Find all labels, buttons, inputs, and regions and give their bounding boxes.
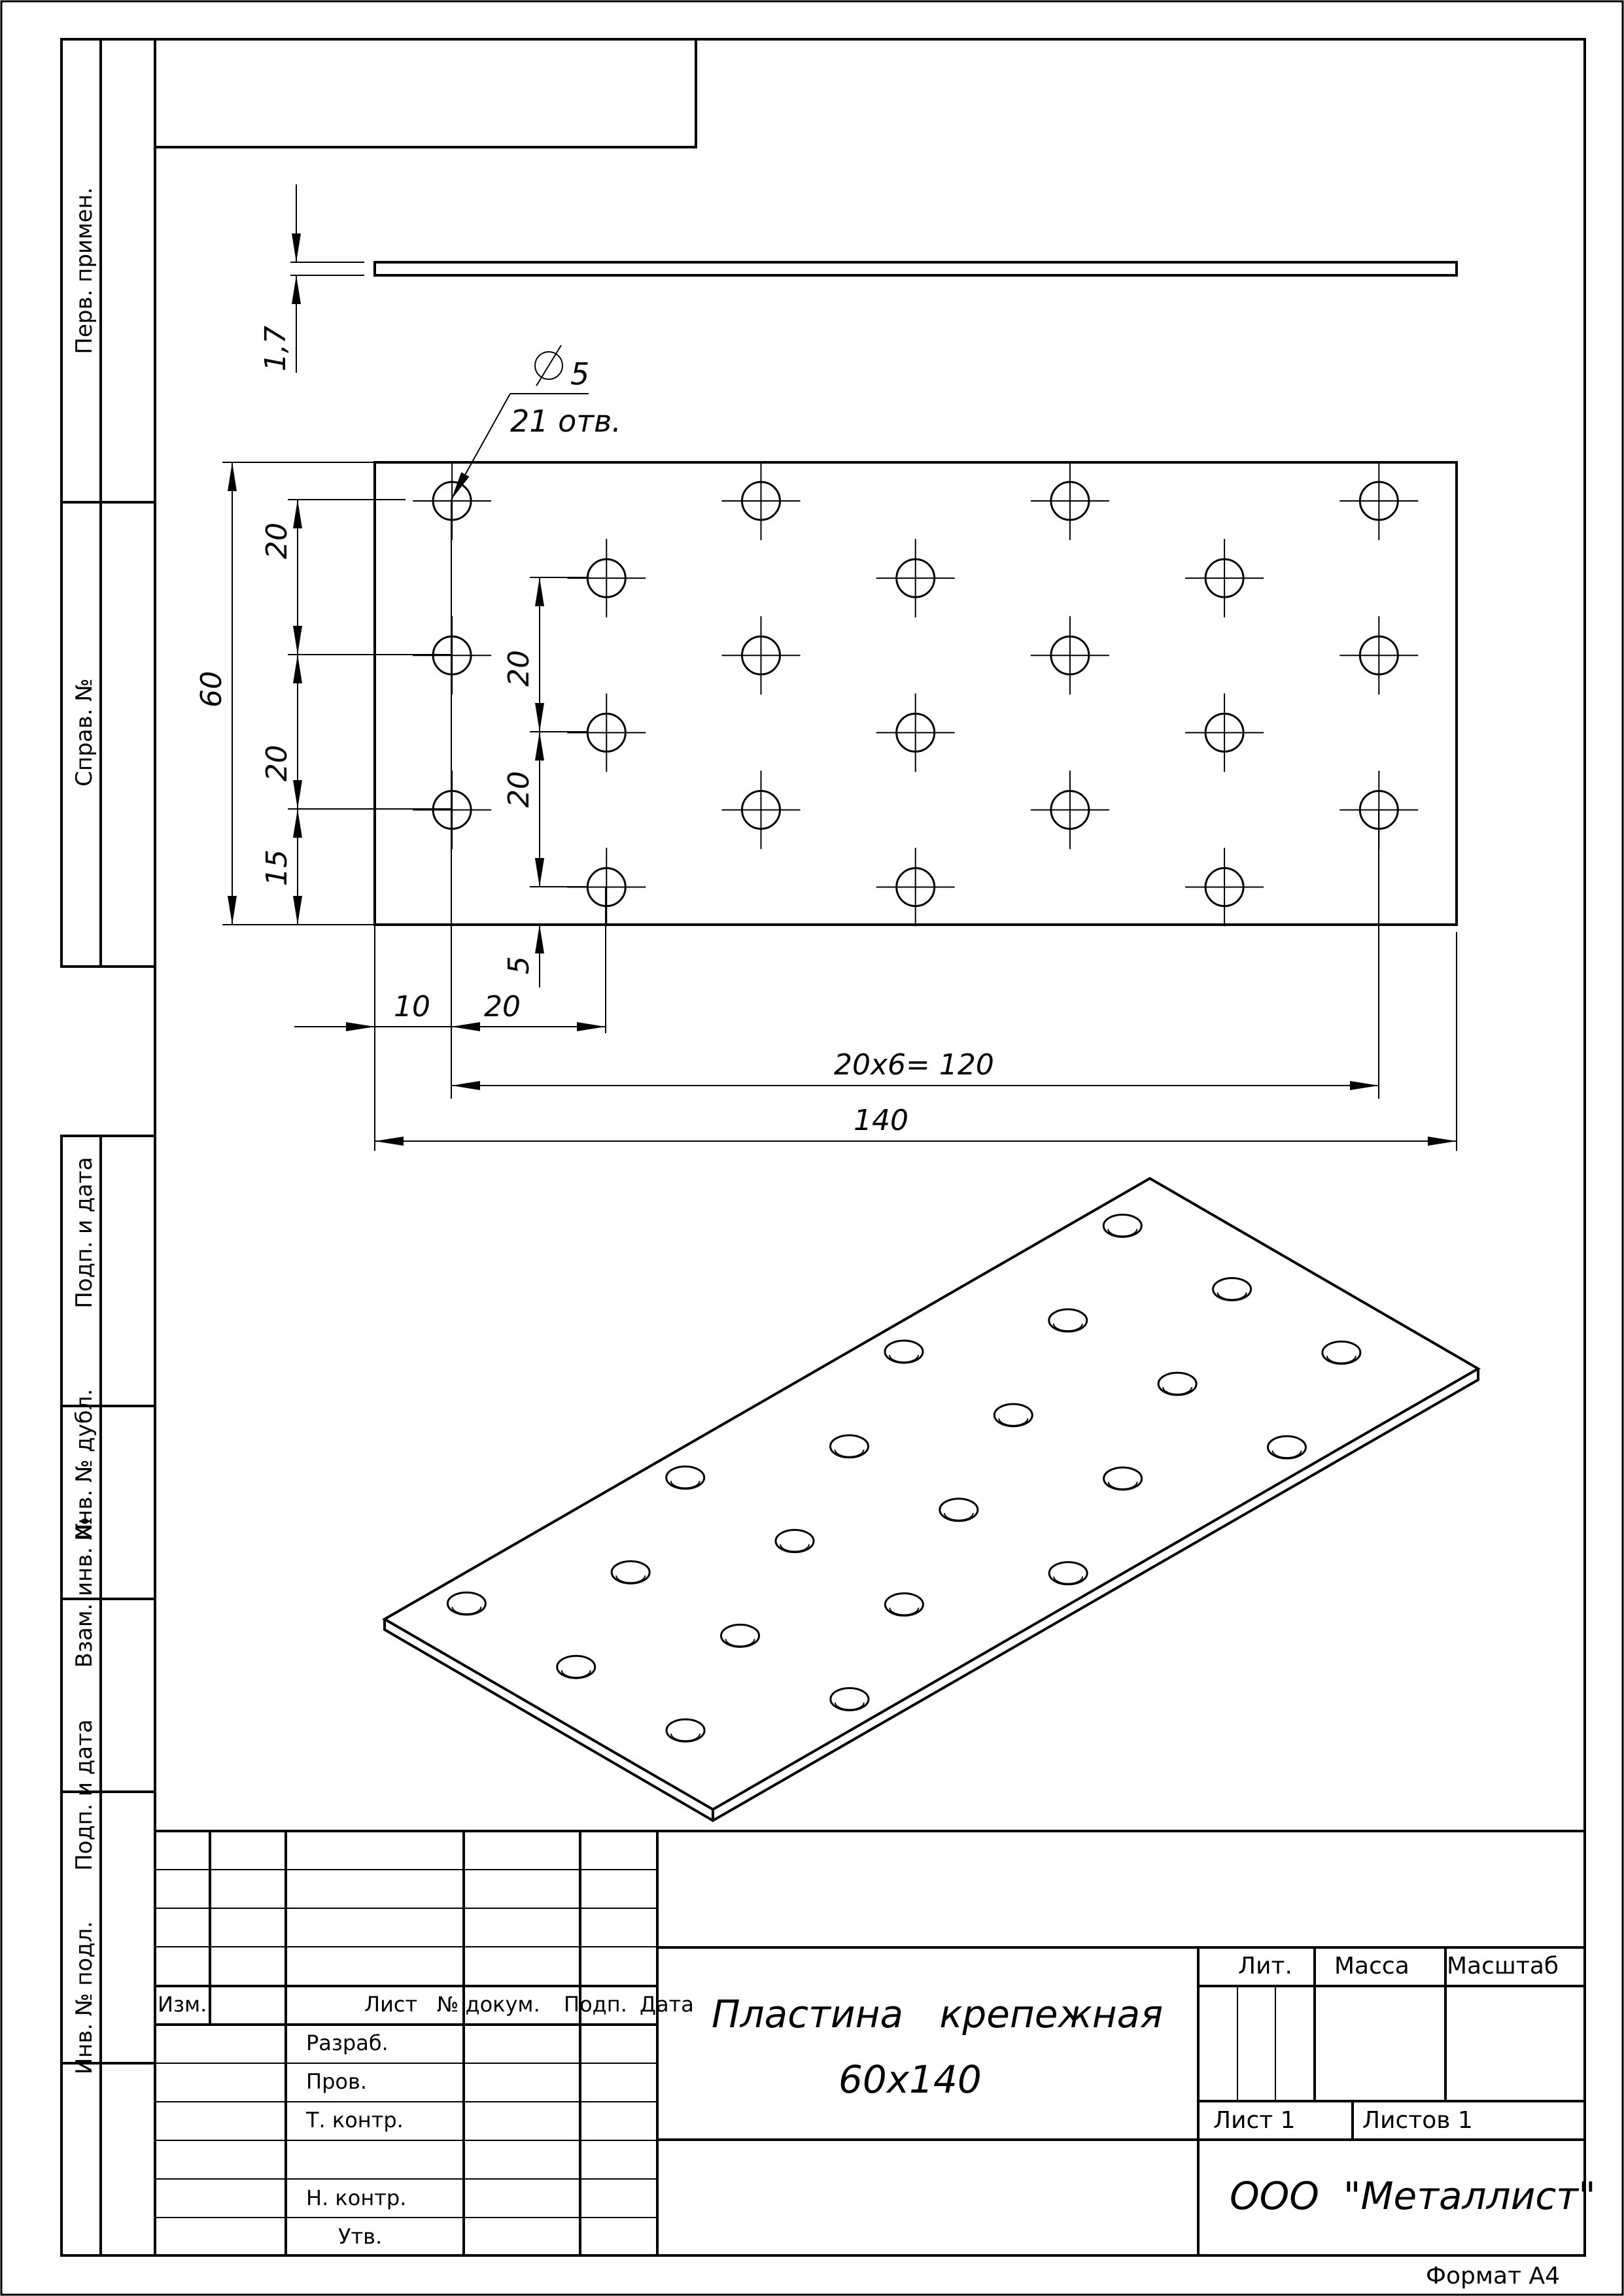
drawing-title-line1: Пластина крепежная (712, 1992, 1163, 2036)
iso-hole-inner-15 (1107, 1481, 1138, 1490)
iso-hole-inner-14 (998, 1418, 1029, 1426)
iso-hole-11 (939, 1498, 979, 1522)
iso-hole-inner-17 (1162, 1387, 1193, 1396)
iso-hole-inner-19 (1107, 1229, 1138, 1237)
iso-hole-15 (1103, 1466, 1143, 1491)
label-list: Лист 1 (1213, 2107, 1296, 2134)
dim-hole-count: 21 отв. (510, 403, 621, 439)
col-data: Дата (640, 1992, 694, 2017)
iso-hole-inner-13 (888, 1354, 919, 1363)
dim-mid-20-a: 20 (502, 650, 536, 687)
col-podp: Подп. (564, 1992, 627, 2017)
sidebar-podp-i-data-2: Подп. и дата (71, 1719, 97, 1871)
iso-hole-inner-9 (889, 1607, 920, 1616)
row-utv: Утв. (338, 2224, 382, 2249)
sidebar-inv-no-podl: Инв. № подл. (71, 1921, 97, 2075)
label-lit: Лит. (1238, 1953, 1292, 1979)
drawing-frame (154, 38, 1586, 2257)
dim-pitch-120: 20х6= 120 (834, 1048, 994, 1082)
dim-thickness: 1,7 (259, 326, 292, 371)
iso-hole-5 (720, 1623, 761, 1648)
top-view: 5 21 отв. 60 20 20 15 20 20 5 (195, 345, 1458, 1151)
dim-total-140: 140 (854, 1104, 908, 1137)
col-list: Лист (364, 1992, 417, 2017)
iso-hole-16 (1048, 1308, 1088, 1333)
iso-hole-12 (1048, 1561, 1088, 1586)
sidebar-podp-i-data-1: Подп. и дата (71, 1157, 97, 1309)
iso-hole-6 (829, 1687, 870, 1711)
dim-mid-5: 5 (502, 956, 536, 974)
diameter-symbol-icon (534, 351, 563, 380)
iso-hole-inner-5 (725, 1639, 755, 1647)
iso-hole-inner-1 (451, 1606, 482, 1615)
row-t-kontr: Т. контр. (305, 2108, 404, 2133)
iso-hole-8 (774, 1529, 815, 1554)
top-left-stamp-box (155, 39, 697, 148)
iso-hole-inner-12 (1053, 1576, 1084, 1585)
dim-left-20-b: 20 (260, 745, 294, 781)
col-izm: Изм. (158, 1992, 207, 2017)
iso-hole-inner-2 (561, 1670, 591, 1679)
sidebar-vzam-inv-no: Взам. инв. № (71, 1517, 97, 1668)
dim-mid-20-b: 20 (502, 771, 536, 808)
iso-hole-inner-10 (834, 1449, 865, 1458)
format-label: Формат А4 (1426, 2263, 1560, 2289)
iso-hole-inner-16 (1052, 1324, 1083, 1332)
left-sidebar-upper (60, 38, 156, 968)
iso-hole-21 (1321, 1340, 1362, 1365)
row-prov: Пров. (306, 2069, 367, 2094)
title-block: Изм. Лист № докум. Подп. Дата Разраб. Пр… (155, 1830, 1596, 2255)
dim-hole-diameter: 5 (570, 356, 589, 392)
sidebar-sprav-no: Справ. № (71, 678, 97, 786)
drawing-title-line2: 60х140 (838, 2057, 982, 2102)
dim-left-20-a: 20 (260, 523, 294, 559)
iso-hole-19 (1102, 1213, 1143, 1238)
iso-hole-13 (884, 1339, 924, 1364)
iso-hole-inner-21 (1326, 1356, 1356, 1364)
iso-hole-3 (665, 1718, 706, 1743)
iso-hole-18 (1266, 1435, 1307, 1460)
dim-offset-10: 10 (394, 990, 430, 1023)
dim-offset-20: 20 (484, 990, 521, 1023)
label-massa: Масса (1334, 1953, 1409, 1979)
row-n-kontr: Н. контр. (306, 2185, 406, 2210)
iso-hole-1 (446, 1591, 487, 1616)
iso-hole-17 (1157, 1371, 1198, 1396)
dim-height-total: 60 (195, 671, 228, 708)
iso-hole-inner-8 (780, 1544, 810, 1552)
iso-hole-20 (1212, 1277, 1253, 1301)
iso-hole-inner-18 (1271, 1450, 1302, 1459)
iso-hole-inner-7 (670, 1481, 700, 1489)
iso-hole-inner-3 (670, 1733, 701, 1742)
label-masshtab: Масштаб (1447, 1953, 1559, 1979)
iso-hole-2 (556, 1654, 596, 1679)
label-listov: Листов 1 (1362, 2107, 1473, 2134)
dim-left-15: 15 (260, 849, 294, 886)
iso-hole-4 (610, 1560, 651, 1585)
iso-hole-inner-6 (834, 1702, 865, 1711)
side-view: 1,7 (259, 184, 1458, 373)
iso-hole-group (446, 1213, 1362, 1743)
left-sidebar-lower (60, 1135, 156, 2257)
iso-hole-9 (884, 1592, 924, 1617)
isometric-view (382, 1176, 1481, 1823)
iso-hole-inner-4 (615, 1575, 646, 1584)
sidebar-inv-no-dubl: Инв. № дубл. (71, 1389, 97, 1541)
iso-hole-inner-20 (1217, 1292, 1247, 1301)
iso-hole-inner-11 (943, 1513, 974, 1521)
row-razrab: Разраб. (306, 2030, 389, 2055)
company-name: ООО "Металлист" (1230, 2174, 1596, 2218)
iso-hole-10 (829, 1434, 869, 1459)
iso-hole-14 (993, 1403, 1033, 1428)
hole-group (413, 462, 1419, 927)
col-no-dokum: № докум. (437, 1992, 540, 2017)
sidebar-perv-primen: Перв. примен. (71, 187, 97, 354)
iso-hole-7 (665, 1465, 706, 1490)
